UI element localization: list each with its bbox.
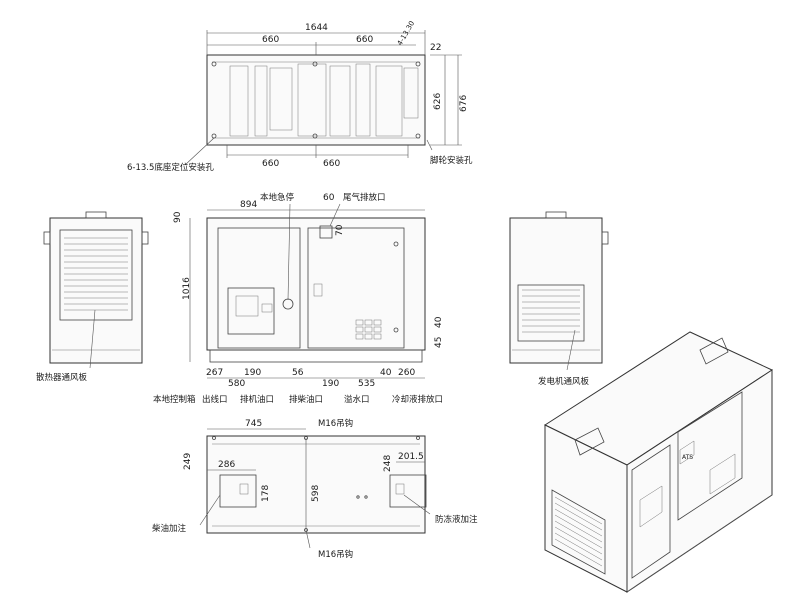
dim-56: 56 bbox=[292, 368, 304, 378]
dim-90: 90 bbox=[173, 211, 183, 223]
top-view-body bbox=[206, 54, 426, 146]
dim-260: 260 bbox=[398, 368, 415, 378]
caster-holes-label: 脚轮安装孔 bbox=[430, 155, 473, 166]
control-door bbox=[217, 227, 301, 349]
dim-660-top-right: 660 bbox=[356, 35, 373, 45]
radiator-vent-panel bbox=[59, 229, 133, 321]
isometric-view: ATS bbox=[543, 331, 774, 593]
diesel-drain-label: 排柴油口 bbox=[289, 394, 323, 405]
cable-outlet-label: 出线口 bbox=[202, 394, 228, 405]
dim-45: 45 bbox=[434, 337, 444, 348]
dim-201-5: 201.5 bbox=[398, 452, 424, 462]
overflow-label: 溢水口 bbox=[344, 394, 370, 405]
dim-40: 40 bbox=[380, 368, 392, 378]
iso-panel-text: ATS bbox=[682, 454, 693, 461]
antifreeze-fill-cap bbox=[389, 474, 427, 508]
dim-660-top-left: 660 bbox=[262, 35, 279, 45]
generator-vent-panel bbox=[517, 284, 585, 342]
dim-248: 248 bbox=[383, 455, 393, 472]
dim-1016: 1016 bbox=[182, 277, 192, 300]
generator-side-view: 发电机通风板 bbox=[509, 211, 609, 387]
dim-178: 178 bbox=[261, 485, 271, 502]
dim-70: 70 bbox=[335, 224, 345, 236]
iso-service-door bbox=[677, 391, 743, 521]
dim-660-bottom-right: 660 bbox=[323, 159, 340, 169]
hook-top-label: M16吊钩 bbox=[318, 418, 353, 429]
bottom-view: 745 M16吊钩 249 286 178 598 248 201.5 M16吊… bbox=[152, 418, 478, 560]
top-view: 1644 660 660 4-13.30 22 626 676 660 660 … bbox=[127, 20, 473, 173]
diesel-fill-cap bbox=[219, 474, 257, 508]
dim-40-right: 40 bbox=[434, 316, 444, 328]
exhaust-outlet bbox=[319, 225, 333, 239]
dim-286: 286 bbox=[218, 460, 235, 470]
dim-249: 249 bbox=[183, 453, 193, 470]
dim-745: 745 bbox=[245, 419, 262, 429]
dim-190-mid: 190 bbox=[322, 379, 339, 389]
dim-60: 60 bbox=[323, 193, 335, 203]
coolant-drain-label: 冷却液排放口 bbox=[392, 394, 443, 405]
estop-label: 本地急停 bbox=[260, 192, 295, 203]
local-control-box bbox=[227, 287, 275, 335]
generator-vent-label: 发电机通风板 bbox=[538, 376, 590, 387]
dim-660-bottom-left: 660 bbox=[262, 159, 279, 169]
antifreeze-fill-label: 防冻液加注 bbox=[435, 514, 478, 525]
dim-267: 267 bbox=[206, 368, 223, 378]
iso-radiator-vent bbox=[551, 489, 606, 575]
dim-535: 535 bbox=[358, 379, 375, 389]
dim-626: 626 bbox=[433, 93, 443, 110]
dim-598: 598 bbox=[311, 485, 321, 502]
dim-190-left: 190 bbox=[244, 368, 261, 378]
oil-drain-label: 排机油口 bbox=[240, 394, 274, 405]
control-box-label: 本地控制箱 bbox=[153, 394, 196, 405]
iso-control-door bbox=[631, 444, 671, 579]
hook-bottom-label: M16吊钩 bbox=[318, 549, 353, 560]
dim-676: 676 bbox=[459, 95, 469, 112]
front-view: 894 60 70 90 1016 45 40 267 190 56 580 1… bbox=[153, 192, 444, 405]
dim-580: 580 bbox=[228, 379, 245, 389]
radiator-vent-label: 散热器通风板 bbox=[36, 372, 88, 383]
diesel-fill-label: 柴油加注 bbox=[152, 523, 187, 534]
dim-894: 894 bbox=[240, 200, 257, 210]
service-door bbox=[307, 227, 405, 349]
mount-holes-label: 6-13.5底座定位安装孔 bbox=[127, 162, 214, 173]
dim-22: 22 bbox=[430, 43, 441, 53]
exhaust-label: 尾气排放口 bbox=[343, 192, 386, 203]
dim-1644: 1644 bbox=[305, 23, 328, 33]
radiator-side-view: 散热器通风板 bbox=[36, 211, 149, 383]
